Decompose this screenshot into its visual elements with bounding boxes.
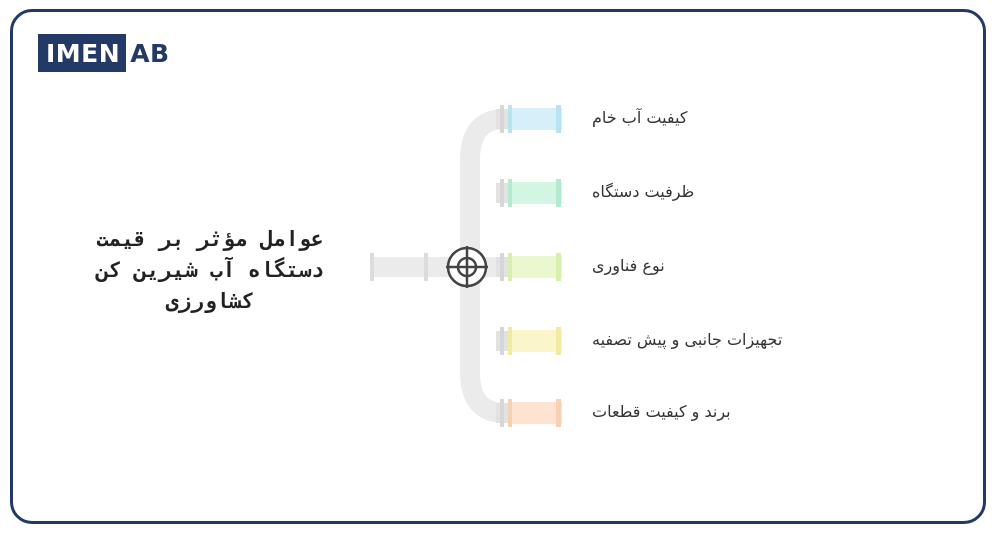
factor-label: برند و کیفیت قطعات [592,402,731,421]
logo-part-ab: AB [126,34,172,72]
diagram-title: عوامل مؤثر بر قیمت دستگاه آب شیرین کن کش… [96,227,324,313]
factor-pipe-start [508,253,512,281]
factor-label: کیفیت آب خام [592,108,688,127]
branch-flange [500,105,504,133]
factor-pipe-end [556,253,561,281]
factor-pipe [508,402,562,424]
frame-border [10,9,986,524]
factor-pipe-start [508,105,512,133]
inlet-flange-right [424,253,428,281]
factor-pipe-end [556,399,561,427]
factor-pipe-end [556,179,561,207]
branch-flange [500,399,504,427]
factor-pipe [508,330,562,352]
factor-pipe-start [508,327,512,355]
factor-pipe-start [508,179,512,207]
factor-pipe [508,108,562,130]
logo-part-imen: IMEN [38,34,127,72]
valve-crosshair-icon [446,246,488,288]
branch-flange [500,179,504,207]
inlet-pipe [372,257,447,277]
imenab-logo: IMEN AB [38,34,172,72]
branch-flange [500,253,504,281]
factor-pipe-end [556,327,561,355]
factor-pipe-end [556,105,561,133]
factor-pipe-start [508,399,512,427]
inlet-flange-left [370,253,374,281]
branch-flange [500,327,504,355]
factor-label: تجهیزات جانبی و پیش تصفیه [592,330,783,349]
factor-pipe [508,256,562,278]
factor-pipe [508,182,562,204]
factor-label: ظرفیت دستگاه [592,182,695,201]
factor-label: نوع فناوری [592,256,665,275]
